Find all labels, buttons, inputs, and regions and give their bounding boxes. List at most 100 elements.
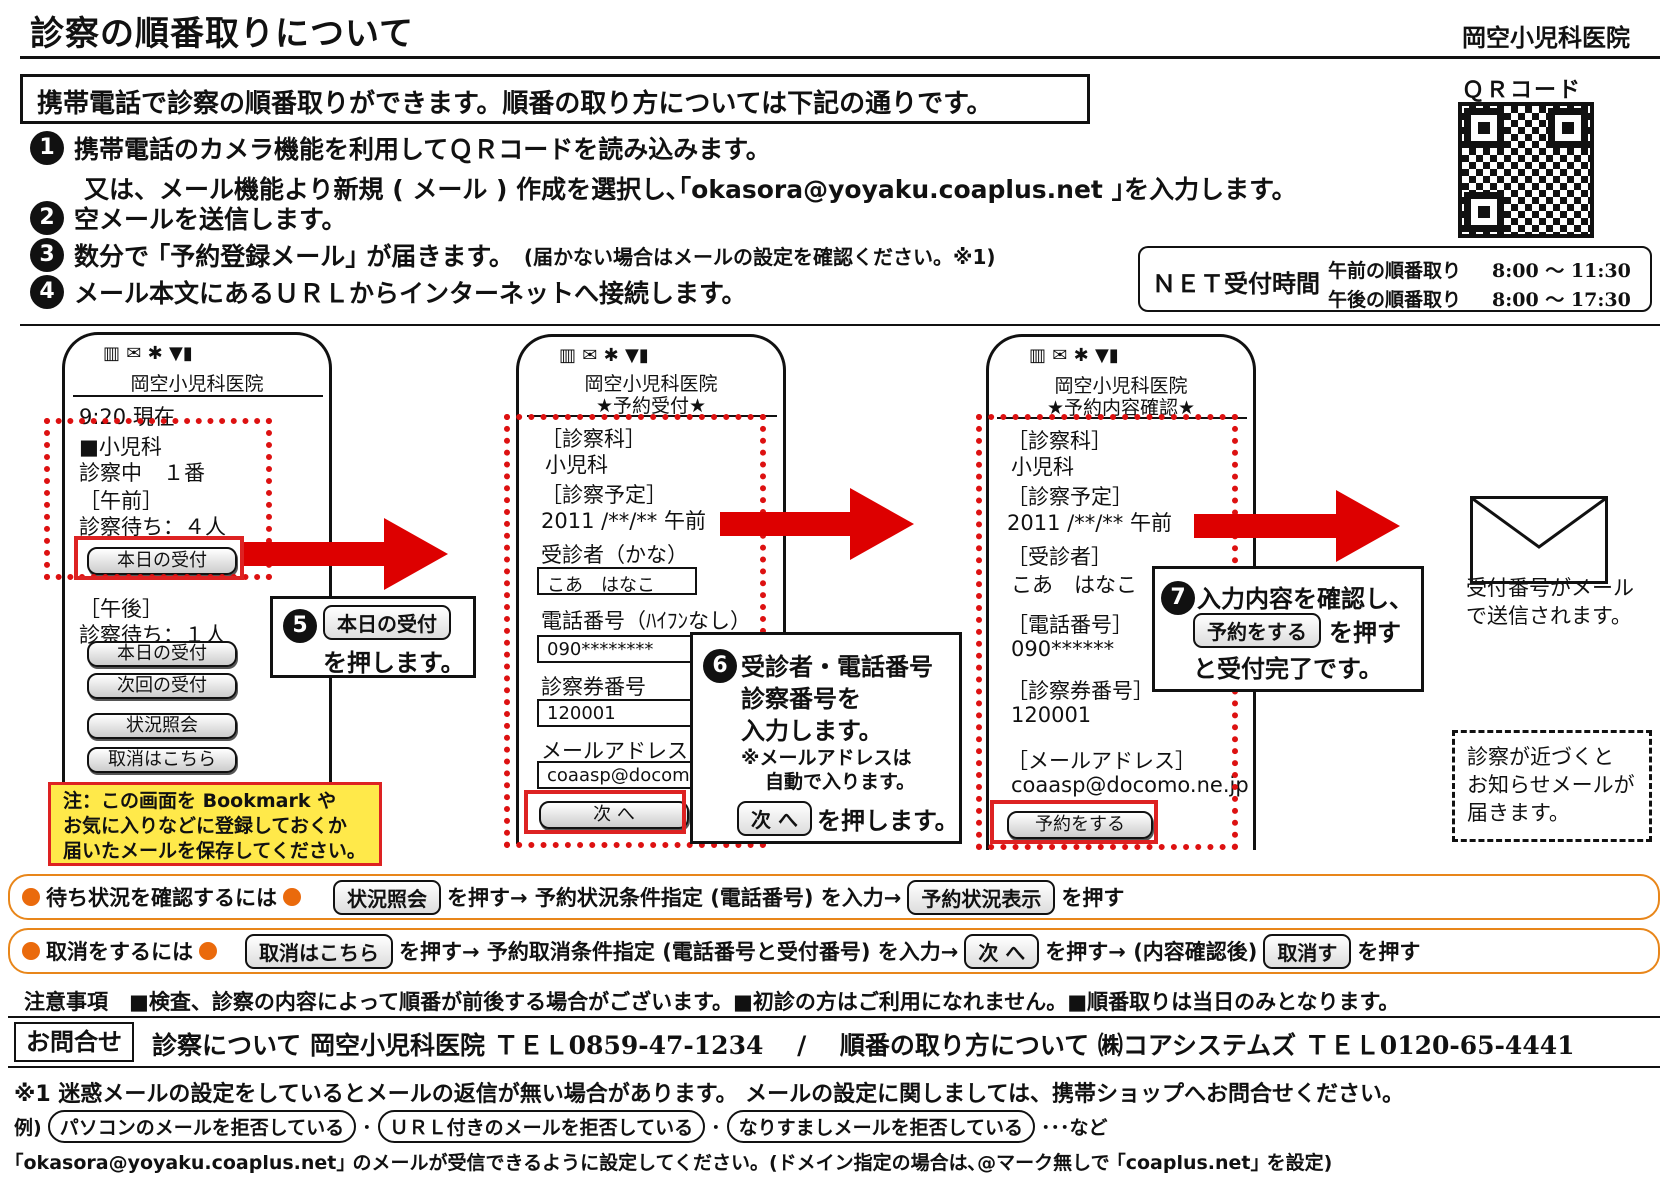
step-3-note: (届かない場合はメールの設定を確認ください。※1) <box>523 244 996 269</box>
am-heading: ［午前］ <box>79 489 163 513</box>
callout-6-line2: 診察番号を <box>741 685 861 713</box>
highlight-button-3 <box>990 800 1158 844</box>
dept-label: ［診察科］ <box>1007 429 1112 453</box>
domain-setting-note: ｢okasora@yoyaku.coaplus.net｣ のメールが受信できるよ… <box>14 1152 1333 1174</box>
callout-6-tail: を押します。 <box>817 807 959 835</box>
notify-line: 診察が近づくと <box>1467 745 1614 769</box>
card-field[interactable]: 120001 <box>537 699 697 727</box>
date-label: ［診察予定］ <box>541 483 667 507</box>
tel-label: 電話番号（ﾊｲﾌﾝなし） <box>541 609 751 633</box>
phone-2-subtitle: ★予約受付★ <box>595 395 707 417</box>
phone-2-title: 岡空小児科医院 <box>584 373 718 395</box>
callout-6-note1: ※メールアドレスは <box>741 747 912 769</box>
phone-3-subtitle: ★予約内容確認★ <box>1046 397 1196 419</box>
status-display-ref-button: 予約状況表示 <box>907 879 1056 915</box>
contact-label: お問合せ <box>14 1022 134 1062</box>
mail-label: メールアドレス <box>541 739 688 763</box>
status-inquiry-button[interactable]: 状況照会 <box>87 713 237 739</box>
contact-info: 診察について 岡空小児科医院 ＴＥＬ0859-47-1234 / 順番の取り方に… <box>152 1031 1575 1060</box>
name-label: 受診者（かな） <box>541 543 688 567</box>
department: ■小児科 <box>79 435 162 459</box>
name-value: こあ はなこ <box>1011 573 1137 597</box>
step-2-text: 空メールを送信します。 <box>74 205 347 234</box>
callout-6-line1: 受診者・電話番号 <box>741 653 933 681</box>
callout-step-6: 6 受診者・電話番号 診察番号を 入力します。 ※メールアドレスは 自動で入りま… <box>690 632 962 844</box>
pm-heading: ［午後］ <box>79 597 163 621</box>
callout-step-7: 7 入力内容を確認し、 予約をする を押す と受付完了です。 <box>1152 566 1424 692</box>
phone-status-icons: ▥ ✉ ✱ ▼▮ <box>1029 345 1119 366</box>
arrow-1-body <box>244 542 384 566</box>
examples-separator: ･ <box>711 1117 721 1139</box>
cancel-text-2: を押す→ (内容確認後) <box>1045 940 1258 964</box>
phone-status-icons: ▥ ✉ ✱ ▼▮ <box>559 345 649 366</box>
date-value: 2011 /**/** 午前 <box>541 509 706 533</box>
callout-5-text: を押します。 <box>323 649 465 677</box>
tel-label: ［電話番号］ <box>1007 613 1133 637</box>
step-4-number: 4 <box>30 275 64 309</box>
dept-value: 小児科 <box>545 453 608 477</box>
mail-sent-text: 受付番号がメール で送信されます。 <box>1466 574 1634 630</box>
example-2: ＵＲＬ付きのメールを拒否している <box>377 1110 706 1143</box>
orange-dot-icon <box>283 888 301 906</box>
next-ref-button: 次 へ <box>964 933 1040 969</box>
bookmark-note-line: お気に入りなどに登録しておくか <box>63 815 347 837</box>
tel-value: 090****** <box>1011 637 1115 661</box>
step-1: 1 携帯電話のカメラ機能を利用してＱＲコードを読み込みます。 <box>30 130 771 166</box>
step-4: 4 メール本文にあるＵＲＬからインターネットへ接続します。 <box>30 274 747 310</box>
cancel-here-button[interactable]: 取消はこちら <box>87 747 237 773</box>
qr-label: ＱＲコード <box>1462 78 1583 103</box>
step-3-text: 数分で ｢予約登録メール｣ が届きます。 <box>74 242 514 271</box>
status-check-tail: を押す <box>1061 886 1125 910</box>
bookmark-note: 注：この画面を Bookmark や お気に入りなどに登録しておくか 届いたメー… <box>48 782 382 866</box>
callout-7-line2: を押す <box>1329 619 1401 647</box>
cancel-text: を押す→ 予約取消条件指定 (電話番号と受付番号) を入力→ <box>399 940 959 964</box>
bookmark-note-line: 届いたメールを保存してください。 <box>63 840 366 862</box>
step-4-text: メール本文にあるＵＲＬからインターネットへ接続します。 <box>74 279 747 308</box>
status-check-text: を押す→ 予約状況条件指定 (電話番号) を入力→ <box>447 886 902 910</box>
phone-3-confirm-screen: ▥ ✉ ✱ ▼▮ 岡空小児科医院 ★予約内容確認★ ［診察科］ 小児科 ［診察予… <box>986 334 1256 850</box>
step-3: 3 数分で ｢予約登録メール｣ が届きます。 (届かない場合はメールの設定を確認… <box>30 237 996 273</box>
next-reception-button[interactable]: 次回の受付 <box>87 673 237 699</box>
card-label: ［診察券番号］ <box>1007 679 1154 703</box>
tel-field[interactable]: 090******** <box>537 635 697 663</box>
intro-box: 携帯電話で診察の順番取りができます。順番の取り方については下記の通りです。 <box>20 74 1090 124</box>
reserve-button[interactable]: 予約をする <box>1007 811 1153 839</box>
mail-field[interactable]: coaasp@docomo.ne.jp <box>537 761 697 789</box>
step-2: 2 空メールを送信します。 <box>30 200 347 236</box>
step-1-alt-text: 又は、メール機能より新規 ( メール ) 作成を選択し､｢okasora@yoy… <box>84 175 1297 204</box>
notify-line: 届きます。 <box>1467 801 1570 825</box>
phone-1-title: 岡空小児科医院 <box>130 373 264 395</box>
today-reception-button-pm[interactable]: 本日の受付 <box>87 641 237 667</box>
hospital-name: 岡空小児科医院 <box>1462 24 1630 52</box>
step-3-number: 3 <box>30 238 64 272</box>
contact-divider-bottom <box>8 1066 1660 1068</box>
caution-notes: 注意事項 ■検査、診察の内容によって順番が前後する場合がございます。■初診の方は… <box>24 989 1400 1014</box>
callout-6-button: 次 へ <box>737 801 812 836</box>
qr-code-image[interactable] <box>1458 102 1594 238</box>
card-value: 120001 <box>1011 703 1092 727</box>
next-button[interactable]: 次 へ <box>539 801 689 829</box>
arrow-2-head-icon <box>850 488 914 560</box>
status-check-bar: 待ち状況を確認するには 状況照会 を押す→ 予約状況条件指定 (電話番号) を入… <box>8 874 1660 920</box>
callout-7-line1: 入力内容を確認し、 <box>1197 585 1413 613</box>
callout-5-number: 5 <box>283 609 317 643</box>
name-field[interactable]: こあ はなこ <box>537 567 697 595</box>
step-2-number: 2 <box>30 201 64 235</box>
page-title: 診察の順番取りについて <box>30 14 414 54</box>
cancel-here-ref-button: 取消はこちら <box>245 933 393 969</box>
mail-value: coaasp@docomo.ne.jp <box>1011 773 1249 797</box>
callout-7-number: 7 <box>1161 581 1195 615</box>
examples-separator: ･ <box>362 1117 372 1139</box>
phone-status-icons: ▥ ✉ ✱ ▼▮ <box>103 343 193 364</box>
pm-time: 8:00 ～ 17:30 <box>1492 289 1631 311</box>
orange-dot-icon <box>199 942 217 960</box>
highlight-area-2 <box>504 414 766 848</box>
callout-6-note2: 自動で入ります。 <box>765 771 916 793</box>
bookmark-note-line: 注：この画面を Bookmark や <box>63 790 337 812</box>
cancel-ref-button: 取消す <box>1263 933 1352 969</box>
contact-divider-top <box>8 1016 1660 1018</box>
callout-7-line3: と受付完了です。 <box>1193 655 1383 683</box>
pm-label: 午後の順番取り <box>1328 289 1462 311</box>
am-time: 8:00 ～ 11:30 <box>1492 260 1631 282</box>
cancel-tail: を押す <box>1357 940 1421 964</box>
